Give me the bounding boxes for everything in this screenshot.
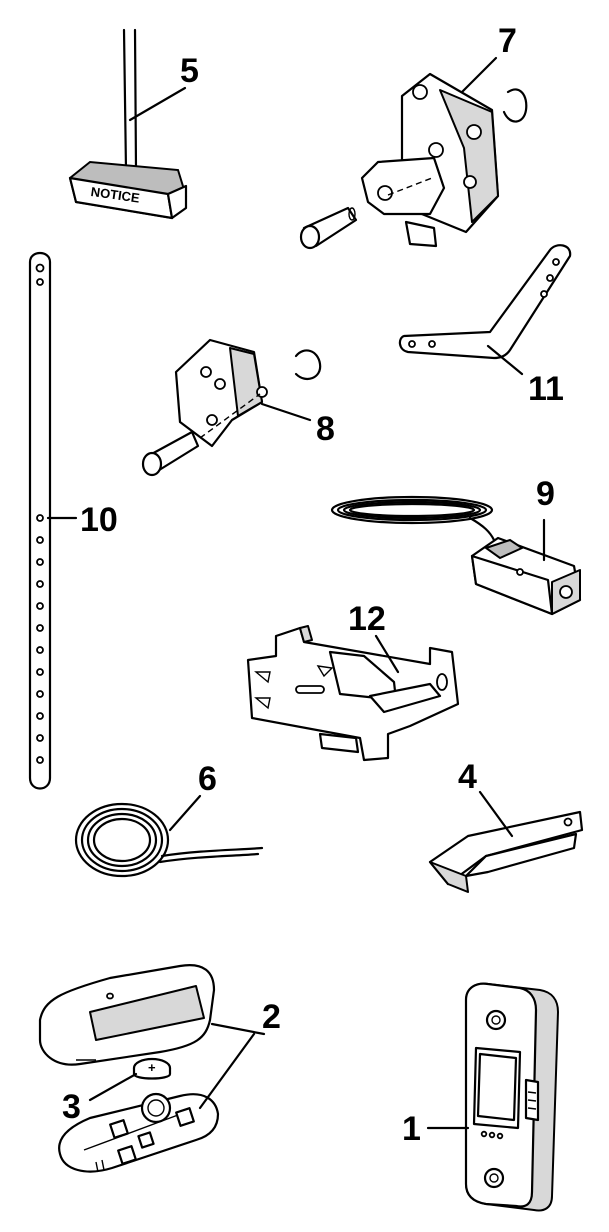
label-4: 4: [458, 758, 477, 796]
label-10: 10: [80, 501, 118, 539]
part-7-door-bracket: 7: [299, 22, 528, 250]
part-1-wall-control: 1: [402, 982, 559, 1212]
part-2-remote: 2: [38, 964, 281, 1173]
part-3-battery: + 3: [62, 1057, 172, 1126]
part-12-mounting-bracket: 12: [246, 600, 460, 762]
part-6-tape-coil: 6: [74, 760, 264, 878]
part-5-notice-tag: NOTICE 5: [68, 28, 199, 220]
label-5: 5: [180, 52, 199, 90]
part-4-clip: 4: [428, 758, 584, 893]
part-11-angle-bracket: 11: [398, 244, 572, 408]
notice-text: NOTICE: [90, 184, 141, 206]
label-8: 8: [316, 410, 335, 448]
label-6: 6: [198, 760, 217, 798]
label-12: 12: [348, 600, 386, 638]
label-7: 7: [498, 22, 517, 60]
label-1: 1: [402, 1110, 421, 1148]
label-11: 11: [528, 370, 564, 408]
part-9-sensor: 9: [330, 475, 582, 616]
svg-text:+: +: [148, 1060, 156, 1075]
part-8-small-bracket: 8: [141, 338, 335, 477]
label-2: 2: [262, 998, 281, 1036]
label-3: 3: [62, 1088, 81, 1126]
rail-holes: [36, 514, 44, 764]
part-10-rail: 10: [28, 251, 118, 790]
label-9: 9: [536, 475, 555, 513]
